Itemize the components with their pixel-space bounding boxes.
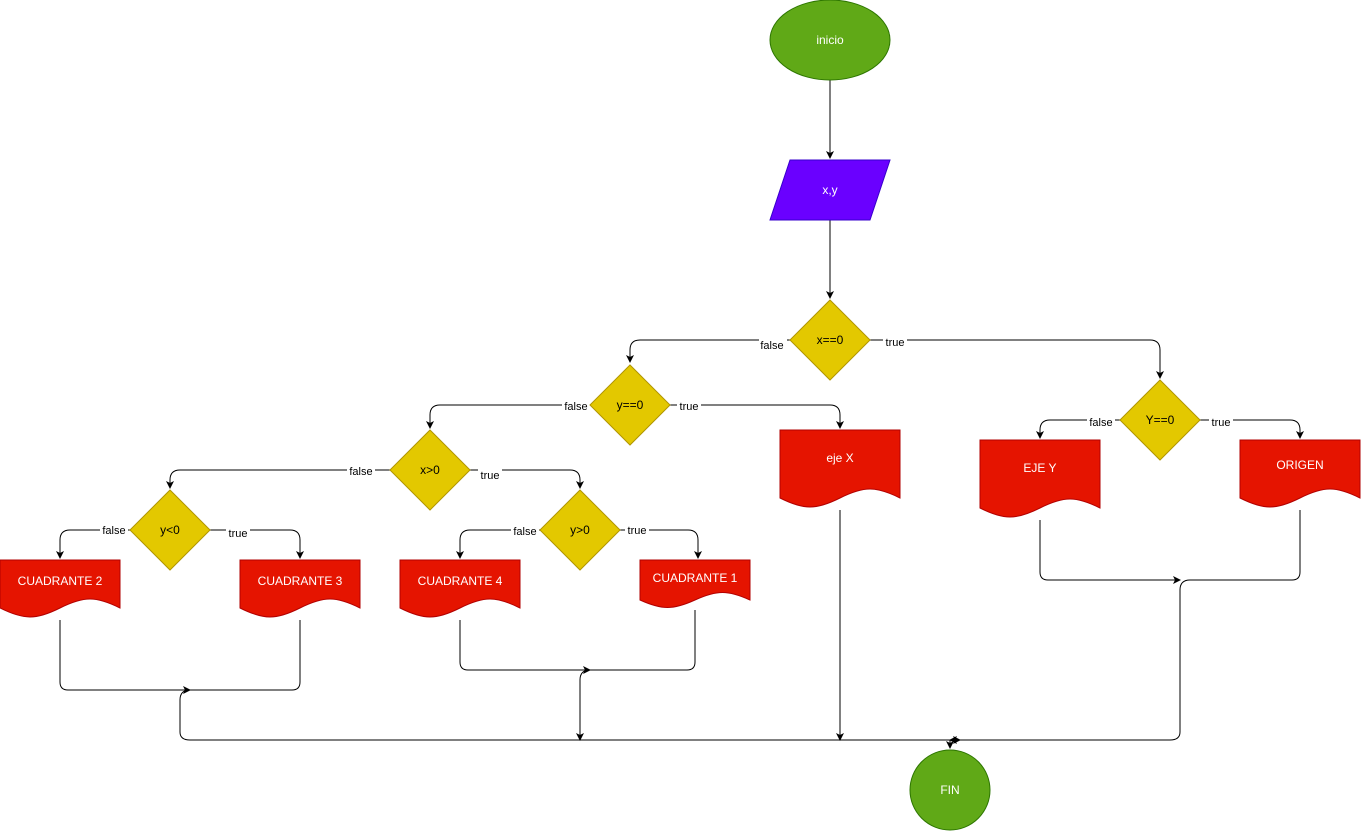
end-terminal-shape	[909, 749, 991, 831]
edges	[56, 80, 1304, 749]
label-Y-eq-0-true: true	[1212, 417, 1231, 429]
output-cuadrante-4[interactable]: CUADRANTE 4	[399, 559, 521, 618]
output-eje-y-shape	[979, 439, 1101, 518]
label-y-gt-0-true: true	[628, 525, 647, 537]
edge-Y-eq-0-false	[1036, 419, 1120, 439]
output-cuadrante-1[interactable]: CUADRANTE 1	[639, 559, 751, 608]
decision-y-gt-0-shape	[539, 489, 621, 571]
edge-left-to-fin	[179, 689, 961, 744]
output-cuadrante-2-shape	[0, 559, 121, 618]
decision-y-eq-0-label: y==0	[617, 398, 644, 412]
output-eje-y[interactable]: EJE Y	[979, 439, 1101, 518]
output-eje-x-label: eje X	[826, 451, 853, 465]
label-y-eq-0-true: true	[680, 401, 699, 413]
edge-x-eq-0-true	[870, 339, 1164, 379]
end-terminal[interactable]: FIN	[909, 749, 991, 831]
end-terminal-label: FIN	[940, 783, 959, 797]
decision-x-eq-0-shape	[789, 299, 871, 381]
label-x-eq-0-false: false	[760, 340, 783, 352]
start-terminal[interactable]: inicio	[769, 0, 891, 81]
decision-y-lt-0-shape	[129, 489, 211, 571]
label-Y-eq-0-false: false	[1089, 417, 1112, 429]
decision-y-gt-0-label: y>0	[570, 523, 590, 537]
decision-Y-eq-0[interactable]: Y==0	[1119, 379, 1201, 461]
input-xy-label: x,y	[822, 183, 837, 197]
decision-x-gt-0[interactable]: x>0	[389, 429, 471, 511]
decision-y-gt-0[interactable]: y>0	[539, 489, 621, 571]
decision-y-lt-0-label: y<0	[160, 523, 180, 537]
label-y-lt-0-true: true	[229, 528, 248, 540]
output-cuadrante-4-shape	[399, 559, 521, 618]
output-cuadrante-1-shape	[639, 559, 751, 608]
start-terminal-shape	[769, 0, 891, 81]
output-cuadrante-3[interactable]: CUADRANTE 3	[239, 559, 361, 618]
label-x-eq-0-true: true	[886, 337, 905, 349]
edge-x-eq-0-false	[626, 339, 790, 363]
label-y-lt-0-false: false	[102, 525, 125, 537]
output-cuadrante-1-label: CUADRANTE 1	[653, 571, 738, 585]
label-x-gt-0-true: true	[481, 470, 500, 482]
decision-Y-eq-0-label: Y==0	[1146, 413, 1175, 427]
output-eje-x[interactable]: eje X	[779, 429, 901, 508]
label-x-gt-0-false: false	[349, 466, 372, 478]
edge-cuadrante-4-merge	[459, 620, 591, 674]
edge-y-gt-0-false	[456, 529, 540, 559]
edge-cuadrante-3-merge	[180, 620, 301, 691]
decision-y-eq-0-shape	[589, 364, 671, 446]
edge-Y-eq-0-true	[1200, 419, 1304, 439]
edge-y-eq-0-false	[426, 404, 590, 429]
decision-x-eq-0-label: x==0	[817, 333, 844, 347]
edge-cuadrante-1-merge	[580, 610, 696, 671]
output-origen[interactable]: ORIGEN	[1239, 439, 1361, 508]
input-xy-shape	[769, 159, 891, 221]
output-eje-x-shape	[779, 429, 901, 508]
output-origen-shape	[1239, 439, 1361, 508]
edge-y-gt-0-true	[620, 529, 702, 559]
output-eje-y-label: EJE Y	[1023, 461, 1056, 475]
edge-y-lt-0-false	[56, 529, 130, 559]
decision-x-eq-0[interactable]: x==0	[789, 299, 871, 381]
edge-origen-merge	[949, 510, 1301, 744]
decision-x-gt-0-label: x>0	[420, 463, 440, 477]
edge-x-gt-0-false	[166, 469, 390, 489]
output-origen-label: ORIGEN	[1276, 458, 1323, 472]
edge-y-lt-0-true	[210, 529, 304, 559]
decision-y-eq-0[interactable]: y==0	[589, 364, 671, 446]
decision-x-gt-0-shape	[389, 429, 471, 511]
edge-labels: false true false true false true false t…	[100, 336, 1233, 540]
output-cuadrante-3-shape	[239, 559, 361, 618]
label-y-eq-0-false: false	[564, 401, 587, 413]
edge-cuadrante-14-down	[576, 669, 591, 741]
edge-eje-y-merge	[1039, 520, 1181, 584]
edge-x-gt-0-true	[470, 469, 584, 489]
edge-y-eq-0-true	[670, 404, 844, 429]
start-terminal-label: inicio	[816, 33, 844, 47]
input-xy[interactable]: x,y	[769, 159, 891, 221]
output-cuadrante-2-label: CUADRANTE 2	[18, 574, 103, 588]
output-cuadrante-3-label: CUADRANTE 3	[258, 574, 343, 588]
decision-y-lt-0[interactable]: y<0	[129, 489, 211, 571]
output-cuadrante-4-label: CUADRANTE 4	[418, 574, 503, 588]
label-y-gt-0-false: false	[513, 526, 536, 538]
decision-Y-eq-0-shape	[1119, 379, 1201, 461]
edge-cuadrante-2-merge	[59, 620, 191, 694]
output-cuadrante-2[interactable]: CUADRANTE 2	[0, 559, 121, 618]
